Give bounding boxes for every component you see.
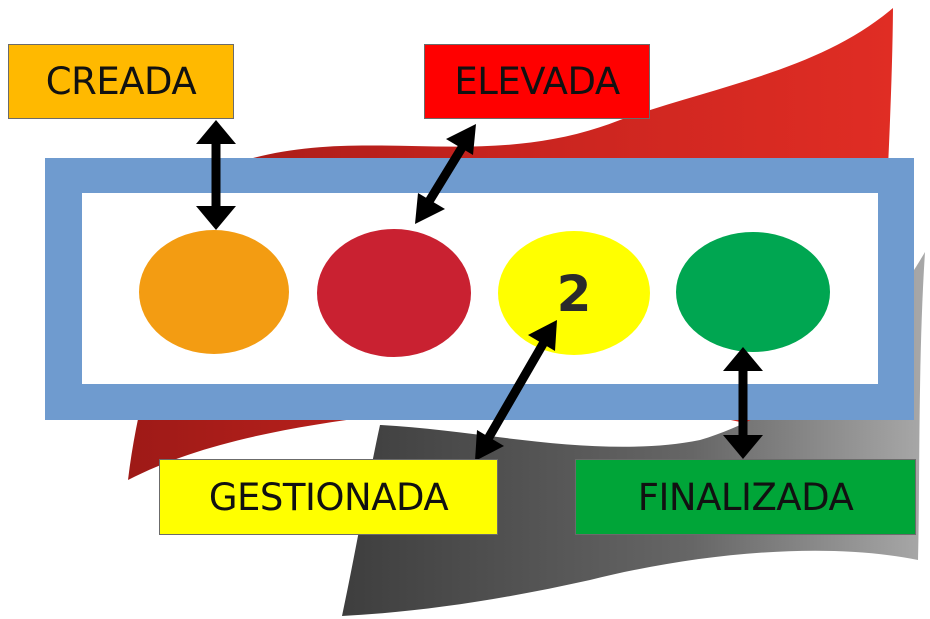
arrow-gestionada <box>475 320 557 461</box>
arrow-elevada <box>415 124 476 224</box>
label-gestionada: GESTIONADA <box>159 459 498 535</box>
light-creada <box>139 230 289 354</box>
light-elevada <box>317 229 471 357</box>
label-finalizada: FINALIZADA <box>575 459 916 535</box>
arrow-finalizada <box>723 347 763 459</box>
light-gestionada: 2 <box>498 231 650 355</box>
label-elevada: ELEVADA <box>424 44 650 119</box>
arrow-creada <box>196 120 236 230</box>
label-creada: CREADA <box>8 44 234 119</box>
gestionada-count: 2 <box>557 265 592 323</box>
light-finalizada <box>676 232 830 352</box>
